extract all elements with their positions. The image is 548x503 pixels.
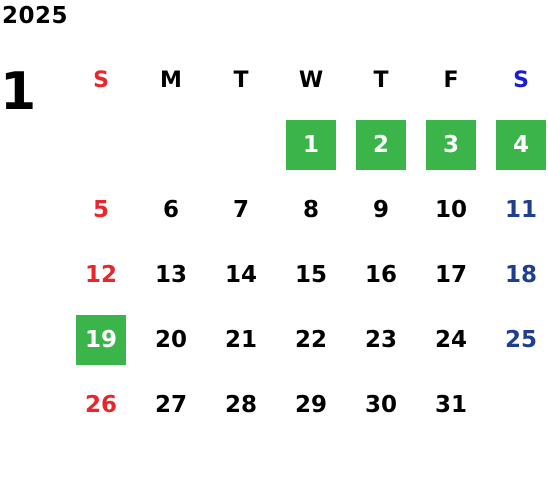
day-number: 17 <box>434 261 467 288</box>
day-cell: 10 <box>416 177 486 242</box>
day-number: 9 <box>372 196 389 223</box>
day-number: 27 <box>154 391 187 418</box>
day-number: 7 <box>232 196 249 223</box>
day-number: 15 <box>294 261 327 288</box>
day-number: 16 <box>364 261 397 288</box>
day-number: 6 <box>162 196 179 223</box>
day-number: 18 <box>504 261 537 288</box>
day-cell: 2 <box>346 112 416 177</box>
day-cell: 8 <box>276 177 346 242</box>
day-number <box>496 380 546 430</box>
day-number <box>146 120 196 170</box>
weekday-monday: M <box>160 67 182 93</box>
day-cell: 21 <box>206 307 276 372</box>
day-number: 29 <box>294 391 327 418</box>
day-number <box>76 120 126 170</box>
day-number: 8 <box>302 196 319 223</box>
weekday-header-row: S M T W T F S <box>66 48 548 112</box>
day-number: 19 <box>76 314 126 365</box>
day-number: 13 <box>154 261 187 288</box>
day-cell: 19 <box>66 307 136 372</box>
day-number: 1 <box>286 119 336 170</box>
day-number: 5 <box>92 196 109 223</box>
day-number: 14 <box>224 261 257 288</box>
day-cell: 14 <box>206 242 276 307</box>
day-number: 2 <box>356 119 406 170</box>
day-number: 26 <box>84 391 117 418</box>
week-row-1: 1 2 3 4 <box>66 112 548 177</box>
day-cell: 28 <box>206 372 276 437</box>
weekday-tuesday: T <box>233 67 249 93</box>
day-cell: 30 <box>346 372 416 437</box>
day-cell: 7 <box>206 177 276 242</box>
day-cell: 27 <box>136 372 206 437</box>
day-cell: 15 <box>276 242 346 307</box>
day-number: 11 <box>504 196 537 223</box>
day-number: 3 <box>426 119 476 170</box>
week-row-3: 12 13 14 15 16 17 18 <box>66 242 548 307</box>
weekday-wednesday: W <box>298 67 324 93</box>
year-label: 2025 <box>2 3 69 29</box>
month-label: 1 <box>0 62 37 122</box>
day-number: 31 <box>434 391 467 418</box>
day-cell: 23 <box>346 307 416 372</box>
day-cell <box>66 112 136 177</box>
day-number: 21 <box>224 326 257 353</box>
day-cell: 22 <box>276 307 346 372</box>
calendar-grid: S M T W T F S 1 2 3 4 5 6 7 8 9 10 11 <box>66 48 548 437</box>
day-number: 20 <box>154 326 187 353</box>
day-cell: 13 <box>136 242 206 307</box>
week-row-5: 26 27 28 29 30 31 <box>66 372 548 437</box>
day-cell: 24 <box>416 307 486 372</box>
day-cell: 4 <box>486 112 548 177</box>
week-row-4: 19 20 21 22 23 24 25 <box>66 307 548 372</box>
day-number: 25 <box>504 326 537 353</box>
day-cell: 9 <box>346 177 416 242</box>
week-row-2: 5 6 7 8 9 10 11 <box>66 177 548 242</box>
day-cell: 3 <box>416 112 486 177</box>
day-cell: 5 <box>66 177 136 242</box>
day-number: 23 <box>364 326 397 353</box>
day-cell: 1 <box>276 112 346 177</box>
day-number: 28 <box>224 391 257 418</box>
weekday-saturday: S <box>513 67 529 93</box>
day-cell: 17 <box>416 242 486 307</box>
day-cell <box>206 112 276 177</box>
day-number: 24 <box>434 326 467 353</box>
day-cell: 29 <box>276 372 346 437</box>
day-cell: 26 <box>66 372 136 437</box>
day-cell: 16 <box>346 242 416 307</box>
day-cell: 11 <box>486 177 548 242</box>
weekday-sunday: S <box>93 67 109 93</box>
day-cell: 18 <box>486 242 548 307</box>
day-number: 30 <box>364 391 397 418</box>
day-number: 12 <box>84 261 117 288</box>
day-cell: 25 <box>486 307 548 372</box>
day-cell: 31 <box>416 372 486 437</box>
day-number <box>216 120 266 170</box>
day-cell <box>136 112 206 177</box>
day-number: 10 <box>434 196 467 223</box>
weekday-friday: F <box>443 67 459 93</box>
weekday-thursday: T <box>373 67 389 93</box>
day-cell <box>486 372 548 437</box>
day-number: 4 <box>496 119 546 170</box>
day-number: 22 <box>294 326 327 353</box>
day-cell: 20 <box>136 307 206 372</box>
day-cell: 12 <box>66 242 136 307</box>
day-cell: 6 <box>136 177 206 242</box>
